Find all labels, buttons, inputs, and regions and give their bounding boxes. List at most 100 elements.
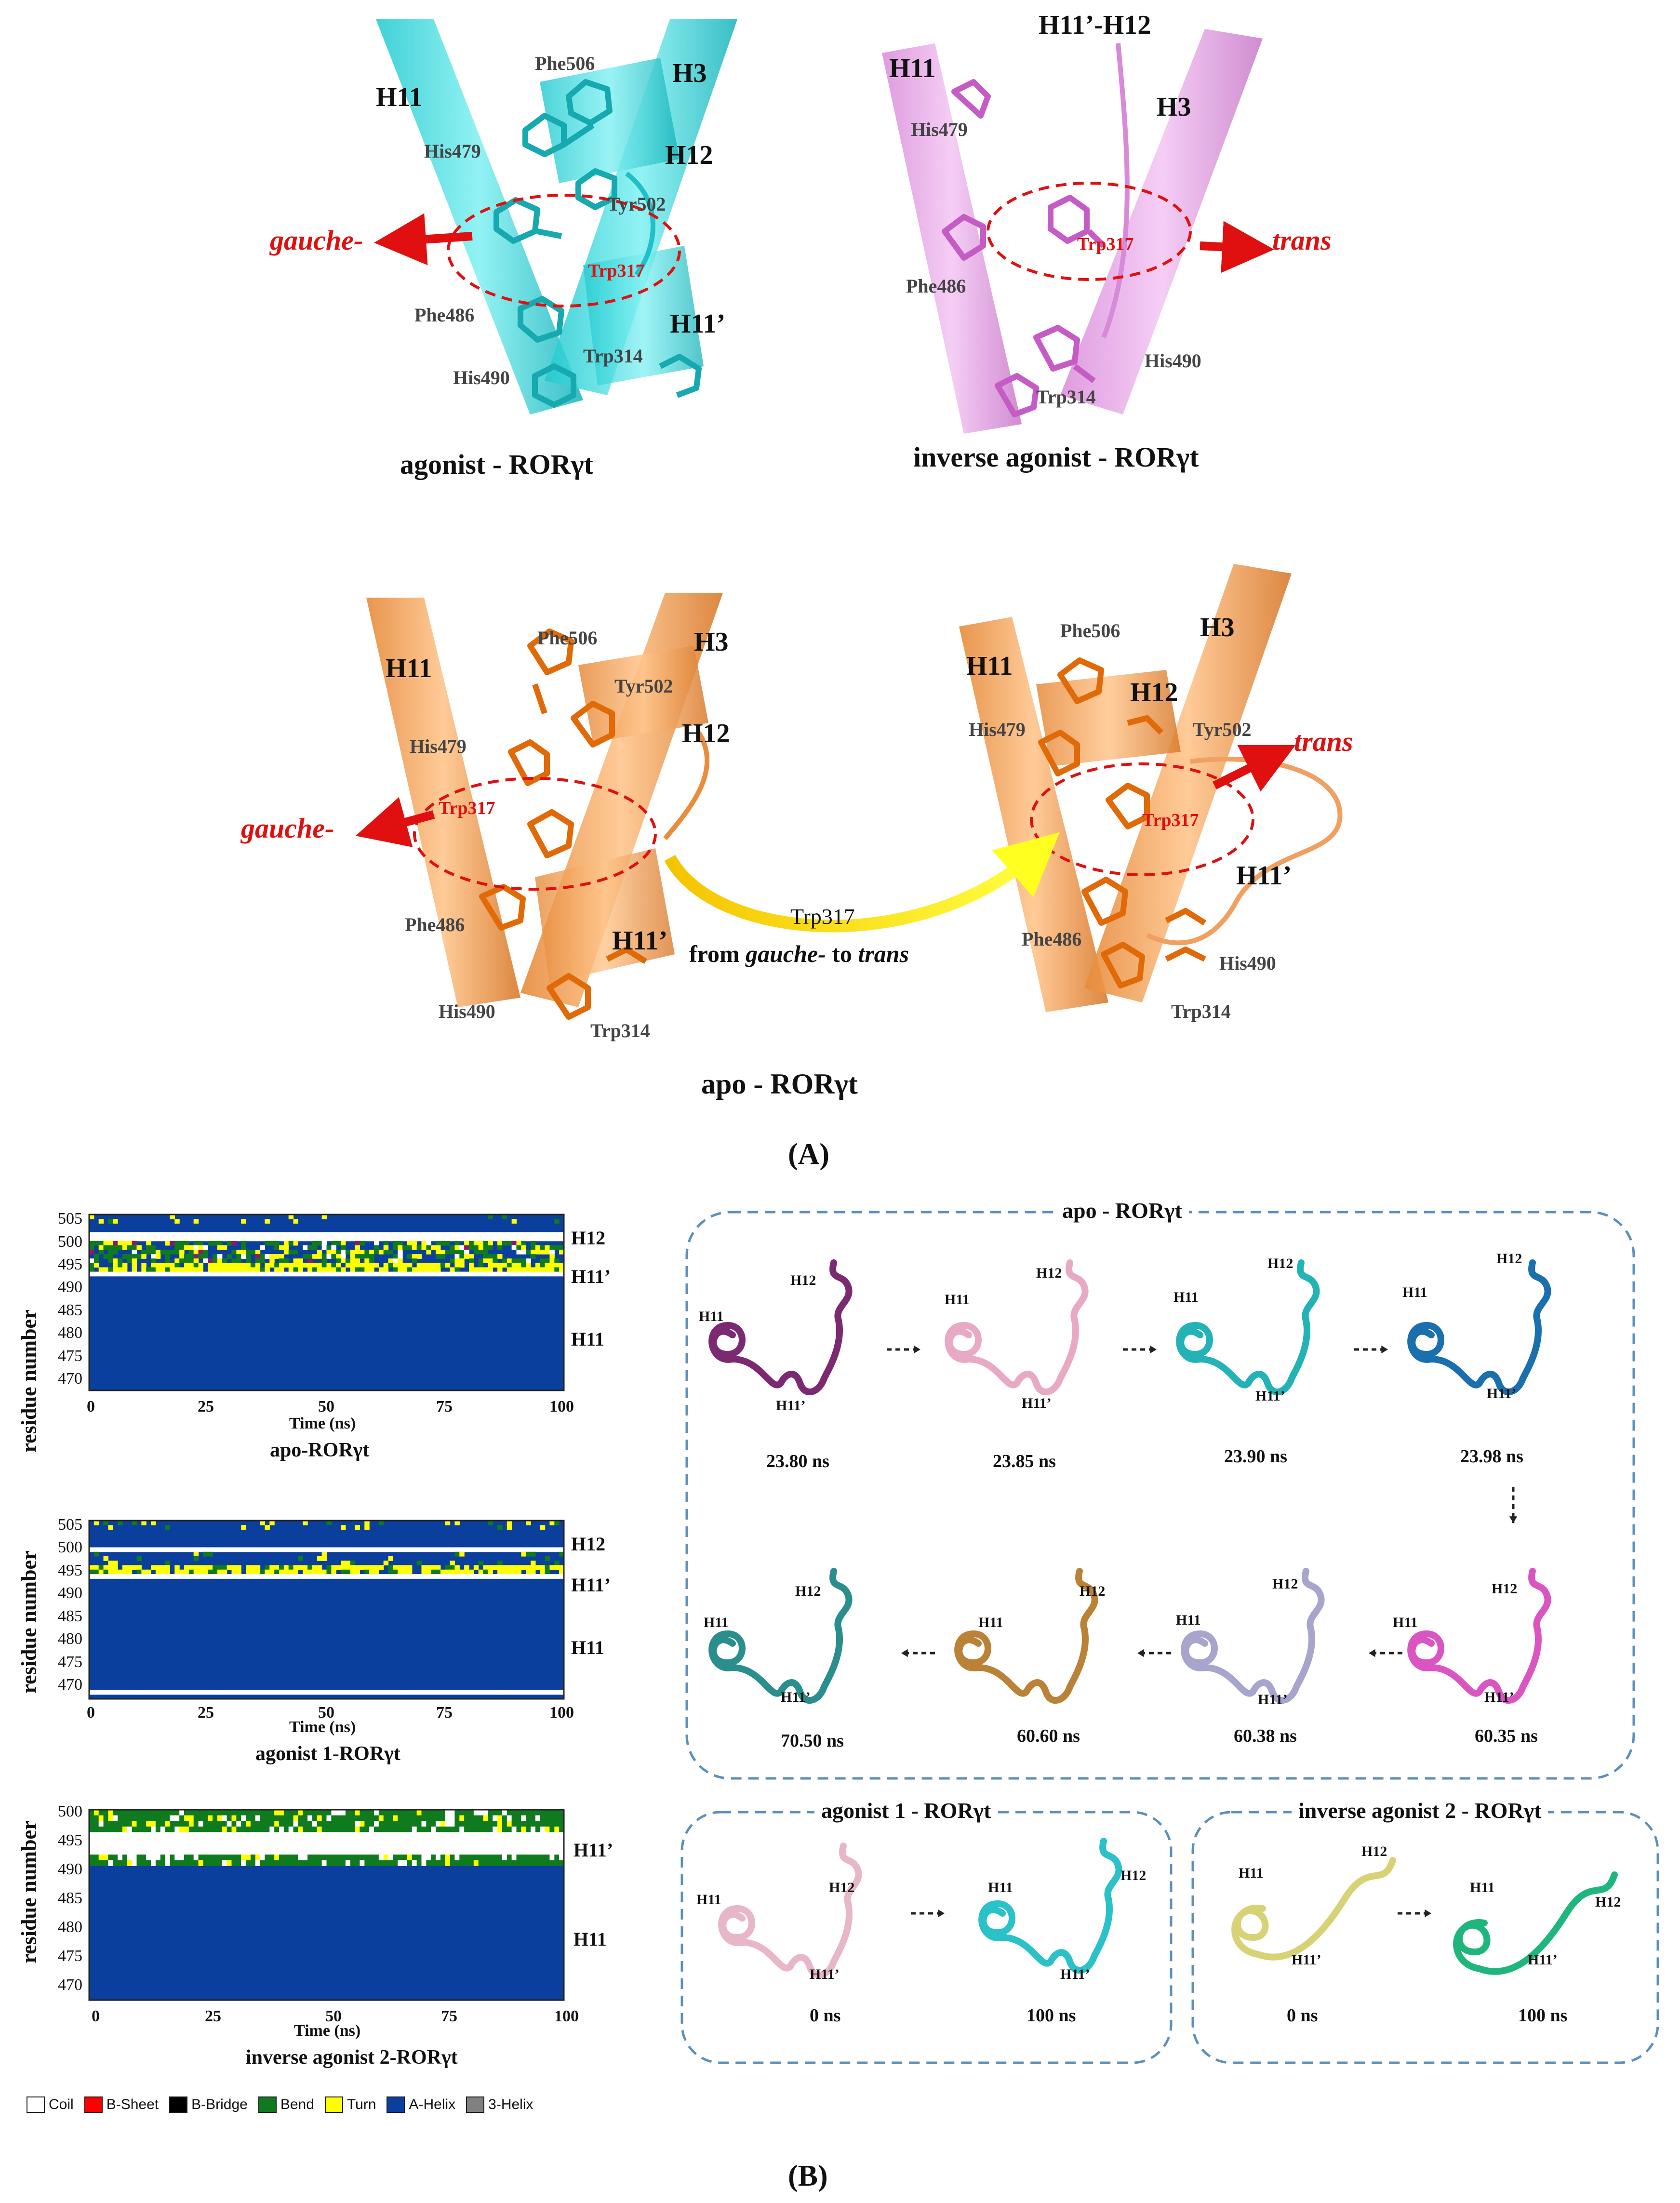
dssp-cell (369, 1832, 374, 1838)
dssp-cell (549, 1815, 555, 1821)
transition-from: from (689, 940, 740, 967)
agonist-frame1-time: 0 ns (810, 2005, 841, 2026)
apo-f4-h11: H11 (1402, 1284, 1427, 1300)
dssp2-ytick-480: 480 (58, 1630, 82, 1648)
dssp-cell (122, 1236, 128, 1242)
dssp-cell (402, 1849, 408, 1855)
dssp-cell (250, 1263, 256, 1268)
dssp-cell (526, 1832, 531, 1838)
dssp-cell (113, 1267, 118, 1272)
dssp-cell (203, 1569, 208, 1575)
dssp-cell (478, 1574, 484, 1579)
apo-left-his479: His479 (410, 735, 467, 757)
dssp-cell (170, 1838, 175, 1844)
dssp-cell (488, 1254, 493, 1259)
dssp-cell (122, 1821, 128, 1827)
dssp-cell (469, 1241, 474, 1246)
dssp-cell (493, 1826, 498, 1833)
dssp-cell (398, 1826, 403, 1833)
inv-f1-h11: H11 (1239, 1865, 1264, 1881)
dssp-cell (521, 1547, 526, 1552)
dssp-cell (521, 1271, 526, 1277)
dssp-cell (516, 1258, 521, 1263)
dssp-cell (321, 1815, 327, 1821)
dssp-cell (136, 1565, 142, 1570)
dssp-cell (108, 1525, 113, 1530)
dssp-cell (341, 1821, 346, 1827)
dssp-cell (231, 1838, 237, 1844)
agonist-his479: His479 (424, 140, 481, 162)
dssp-cell (136, 1254, 142, 1259)
dssp-cell (378, 1821, 384, 1827)
dssp-cell (511, 1258, 517, 1263)
dssp-cell (127, 1565, 133, 1570)
dssp-cell (511, 1810, 517, 1816)
dssp-cell (165, 1826, 171, 1833)
dssp-cell (203, 1236, 208, 1242)
dssp-cell (535, 1236, 541, 1242)
dssp-cell (336, 1860, 341, 1866)
dssp-cell (307, 1271, 313, 1277)
dssp-cell (165, 1810, 171, 1816)
dssp-cell (464, 1254, 469, 1259)
dssp-cell (440, 1821, 446, 1827)
dssp-cell (341, 1241, 346, 1246)
apo-right-h11p-label: H11’ (1236, 861, 1292, 891)
dssp-cell (436, 1843, 441, 1849)
dssp-cell (103, 1690, 108, 1695)
dssp-cell (483, 1854, 488, 1861)
dssp-cell (374, 1815, 379, 1821)
dssp-cell (350, 1815, 356, 1821)
agonist-direction: gauche- (270, 225, 363, 256)
dssp3-xtick-0: 0 (92, 2007, 100, 2025)
dssp-cell (535, 1267, 541, 1272)
dssp-cell (516, 1232, 521, 1237)
dssp-cell (516, 1250, 521, 1255)
dssp-cell (122, 1815, 128, 1821)
transition-gauche: gauche- (746, 940, 826, 967)
dssp-cell (369, 1838, 374, 1844)
dssp-cell (265, 1267, 270, 1272)
dssp-cell (146, 1250, 151, 1255)
dssp-cell (445, 1815, 451, 1821)
dssp-cell (331, 1263, 336, 1268)
dssp-cell (545, 1569, 550, 1575)
dssp-cell (250, 1271, 256, 1277)
dssp-cell (279, 1267, 284, 1272)
dssp-cell (321, 1232, 327, 1237)
dssp-cell (445, 1849, 451, 1855)
dssp-cell (303, 1521, 308, 1525)
dssp-cell (89, 1574, 94, 1579)
dssp-cell (217, 1547, 223, 1552)
dssp-cell (203, 1810, 208, 1816)
dssp-cell (374, 1810, 379, 1816)
dssp1-xtick-0: 0 (87, 1398, 95, 1415)
dssp-cell (213, 1547, 218, 1552)
dssp-cell (279, 1843, 284, 1849)
dssp-cell (198, 1810, 203, 1816)
dssp-cell (364, 1569, 370, 1575)
dssp-cell (454, 1241, 460, 1246)
dssp-cell (312, 1263, 318, 1268)
dssp-cell (288, 1232, 294, 1237)
dssp-cell (450, 1569, 455, 1575)
dssp-cell (165, 1849, 171, 1855)
dssp-cell (93, 1236, 99, 1242)
dssp-cell (559, 1826, 564, 1833)
dssp-cell (113, 1547, 118, 1552)
dssp-cell (246, 1271, 251, 1277)
dssp-cell (497, 1832, 503, 1838)
dssp-cell (236, 1236, 241, 1242)
agonist-ribbon-0ns (718, 1843, 862, 1979)
dssp-cell (118, 1838, 123, 1844)
dssp-cell (174, 1810, 180, 1816)
dssp-cell (222, 1267, 227, 1272)
dssp-cell (236, 1565, 241, 1570)
dssp-cell (440, 1254, 446, 1259)
dssp-cell (426, 1810, 431, 1816)
dssp-cell (473, 1271, 479, 1277)
dssp-cell (250, 1860, 256, 1866)
dssp-cell (364, 1232, 370, 1237)
dssp-cell (426, 1271, 431, 1277)
dssp-cell (274, 1236, 280, 1242)
